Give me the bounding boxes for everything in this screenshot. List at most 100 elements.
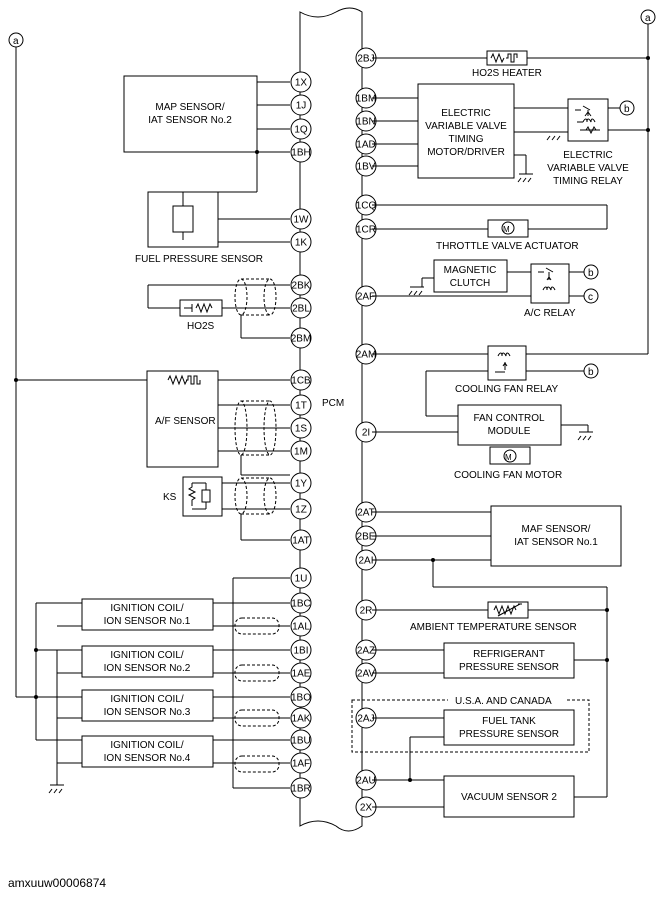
pin-1AK: 1AK xyxy=(290,707,312,729)
pin-label: 1CR xyxy=(356,225,376,236)
ac-relay-label: A/C RELAY xyxy=(524,308,576,319)
ign-coil-2-box xyxy=(81,645,214,678)
pin-1U: 1U xyxy=(290,567,312,589)
pin-label: 1AE xyxy=(292,669,311,680)
af-sensor-box xyxy=(146,370,219,468)
pin-1Q: 1Q xyxy=(290,118,312,140)
diagram-id: amxuuw00006874 xyxy=(8,876,107,890)
pin-2AV: 2AV xyxy=(355,662,377,684)
magnetic-clutch-label-2: CLUTCH xyxy=(450,278,491,289)
pin-circle xyxy=(290,686,312,708)
pin-circle xyxy=(290,592,312,614)
evvt-motor-box xyxy=(417,83,515,179)
maf-sensor-box xyxy=(490,505,622,567)
pin-label: 1BU xyxy=(291,736,310,747)
fan-control-module-box xyxy=(457,404,562,446)
pin-label: 1BR xyxy=(291,784,310,795)
pin-circle xyxy=(290,231,312,253)
pin-label: 2X xyxy=(360,803,373,814)
svg-text:b: b xyxy=(588,367,594,378)
pin-label: 1W xyxy=(294,215,310,226)
fuel-tank-sensor-label-1: FUEL TANK xyxy=(482,716,536,727)
pin-1CB: 1CB xyxy=(290,369,312,391)
pin-label: 1CQ xyxy=(356,201,377,212)
pin-circle xyxy=(290,369,312,391)
pin-label: 2AM xyxy=(356,350,377,361)
cooling-fan-relay-box xyxy=(487,345,527,381)
wiring-diagram: PCM 1X1J1Q1BH1W1K2BK2BL2BM1CB1T1S1M1Y1Z1… xyxy=(8,7,656,832)
pin-circle xyxy=(290,297,312,319)
pin-1BC: 1BC xyxy=(290,592,312,614)
pin-2BM: 2BM xyxy=(290,327,312,349)
evvt-motor-label-4: MOTOR/DRIVER xyxy=(427,147,505,158)
pin-1AE: 1AE xyxy=(290,662,312,684)
magnetic-clutch-label-1: MAGNETIC xyxy=(444,265,497,276)
ign-coil-3-label-1: IGNITION COIL/ xyxy=(110,694,184,705)
pin-circle xyxy=(290,94,312,116)
evvt-motor-label-1: ELECTRIC xyxy=(441,108,490,119)
pin-label: 1M xyxy=(294,447,308,458)
pin-label: 1AT xyxy=(292,536,310,547)
pin-label: 2AZ xyxy=(357,646,375,657)
ambient-temp-sensor-label: AMBIENT TEMPERATURE SENSOR xyxy=(410,622,577,633)
pin-label: 2AV xyxy=(357,669,375,680)
pin-1W: 1W xyxy=(290,208,312,230)
evvt-motor-label-3: TIMING xyxy=(449,134,484,145)
pin-label: 1AF xyxy=(292,759,310,770)
pin-circle xyxy=(290,777,312,799)
pin-1BU: 1BU xyxy=(290,729,312,751)
pin-1K: 1K xyxy=(290,231,312,253)
usa-canada-label: U.S.A. AND CANADA xyxy=(455,696,552,707)
pcm-label: PCM xyxy=(322,398,344,409)
map-sensor-box xyxy=(123,75,258,153)
ho2s-heater-label: HO2S HEATER xyxy=(472,68,542,79)
pin-circle xyxy=(290,567,312,589)
magnetic-clutch-box xyxy=(433,259,508,293)
pin-label: 2BE xyxy=(357,532,376,543)
evvt-relay-label-2: VARIABLE VALVE xyxy=(547,163,629,174)
svg-text:a: a xyxy=(13,36,19,47)
evvt-relay-box xyxy=(567,98,609,142)
pcm-body xyxy=(299,7,363,832)
pin-label: 1BV xyxy=(357,162,376,173)
pin-1AT: 1AT xyxy=(290,529,312,551)
ign-coil-1-label-1: IGNITION COIL/ xyxy=(110,603,184,614)
left-pin-group: 1X1J1Q1BH1W1K2BK2BL2BM1CB1T1S1M1Y1Z1AT1U… xyxy=(290,71,312,799)
pin-label: 1BI xyxy=(293,646,308,657)
pin-label: 1X xyxy=(295,78,308,89)
fuel-pressure-sensor-label: FUEL PRESSURE SENSOR xyxy=(135,254,263,265)
pin-1Z: 1Z xyxy=(290,498,312,520)
maf-sensor-label-1: MAF SENSOR/ xyxy=(522,524,591,535)
map-sensor-label-1: MAP SENSOR/ xyxy=(155,102,224,113)
pin-circle xyxy=(290,274,312,296)
refrigerant-sensor-label-2: PRESSURE SENSOR xyxy=(459,662,559,673)
pin-label: 1AD xyxy=(356,140,375,151)
throttle-actuator-label: THROTTLE VALVE ACTUATOR xyxy=(436,241,579,252)
ref-a-right: a xyxy=(640,9,656,25)
af-sensor-label: A/F SENSOR xyxy=(155,416,216,427)
ho2s-label: HO2S xyxy=(187,321,215,332)
pin-label: 2I xyxy=(362,428,370,439)
evvt-relay-label-3: TIMING RELAY xyxy=(553,176,623,187)
ref-a-left: a xyxy=(8,32,24,48)
pin-2BL: 2BL xyxy=(290,297,312,319)
pin-1BR: 1BR xyxy=(290,777,312,799)
fan-control-module-label-2: MODULE xyxy=(488,426,531,437)
ign-coil-3-box xyxy=(81,689,214,722)
pin-circle xyxy=(290,639,312,661)
pin-label: 2R xyxy=(360,606,373,617)
evvt-motor-label-2: VARIABLE VALVE xyxy=(425,121,507,132)
evvt-relay-label-1: ELECTRIC xyxy=(563,150,612,161)
pin-circle xyxy=(290,707,312,729)
pin-1AL: 1AL xyxy=(290,615,312,637)
pin-label: 1Q xyxy=(294,125,308,136)
svg-text:M: M xyxy=(503,225,510,234)
pin-label: 2AT xyxy=(357,508,375,519)
pin-1BH: 1BH xyxy=(290,141,312,163)
pin-circle xyxy=(290,662,312,684)
ign-coil-3-label-2: ION SENSOR No.3 xyxy=(104,707,191,718)
pin-2BK: 2BK xyxy=(290,274,312,296)
pin-label: 1Z xyxy=(295,505,307,516)
pin-label: 1AK xyxy=(292,714,311,725)
map-sensor-label-2: IAT SENSOR No.2 xyxy=(148,115,232,126)
